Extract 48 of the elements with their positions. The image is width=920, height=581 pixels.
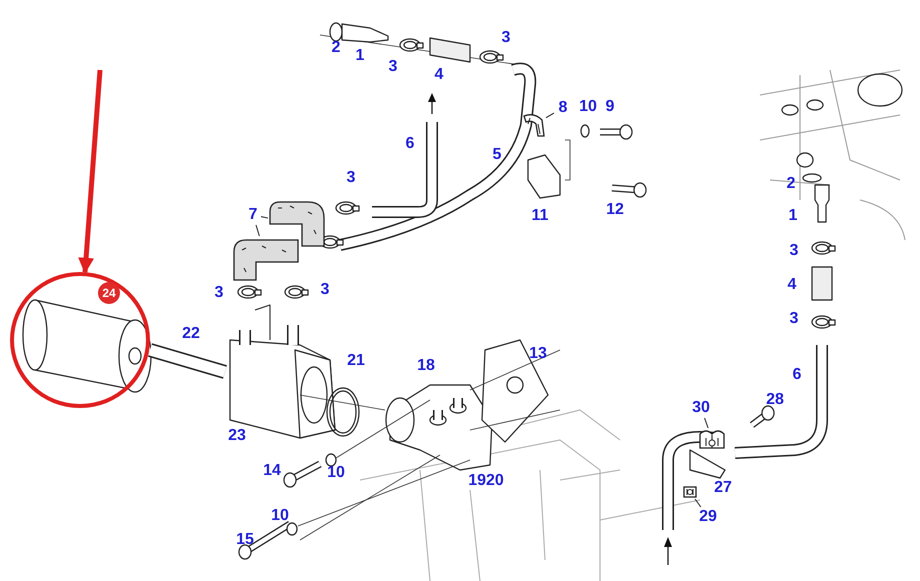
- callout-number: 14: [263, 463, 281, 479]
- callout-number: 8: [554, 98, 572, 118]
- callout-number: 3: [214, 285, 224, 301]
- callout-number: 21: [347, 353, 365, 369]
- leader-line: [694, 498, 702, 508]
- callout-number: 3: [320, 282, 330, 298]
- callout-number: 10: [271, 508, 289, 524]
- callout-number: 13: [529, 346, 547, 362]
- callout-number: 6: [792, 367, 802, 383]
- leader-line: [704, 418, 709, 428]
- callout-number: 4: [788, 277, 796, 293]
- callout-number: 3: [346, 170, 356, 186]
- hose-elbow: [268, 200, 326, 248]
- callout-number: 1: [788, 208, 798, 224]
- callout-number: 3: [388, 59, 398, 75]
- callout-number: 6: [406, 136, 414, 152]
- pipe-clip: [698, 428, 726, 450]
- callout-number: 3: [790, 311, 798, 327]
- callout-number: 9: [606, 99, 614, 115]
- callout-number: 24: [98, 282, 120, 304]
- callout-number: 5: [492, 147, 502, 163]
- callout-number: 23: [228, 428, 246, 444]
- callout-number: 4: [434, 67, 444, 83]
- callout-number: 2: [332, 40, 340, 56]
- arrow: [78, 70, 102, 274]
- callout-number: 12: [606, 202, 624, 218]
- callout-number: 3: [790, 243, 798, 259]
- pipe-clip: [520, 112, 546, 138]
- callout-number: 15: [236, 532, 254, 548]
- callout-number: 22: [182, 326, 200, 342]
- callout-number: 10: [327, 465, 345, 481]
- highlight-circle: [10, 272, 150, 408]
- leader-line: [546, 112, 554, 118]
- callout-number: 1920: [468, 473, 504, 489]
- callout-number: 11: [532, 208, 548, 224]
- callout-number: 3: [502, 30, 510, 46]
- callout-number: 18: [417, 358, 435, 374]
- callout-number: 1: [356, 48, 364, 64]
- callout-number: 2: [786, 176, 796, 192]
- leader-line: [260, 216, 268, 219]
- callout-number: 30: [690, 398, 712, 418]
- callout-number: 7: [245, 205, 261, 225]
- callout-number: 29: [697, 507, 719, 527]
- nut: [682, 485, 698, 499]
- leader-line: [256, 224, 260, 236]
- callout-number: 27: [714, 480, 732, 496]
- callout-number: 28: [766, 392, 784, 408]
- callout-number: 10: [579, 99, 597, 115]
